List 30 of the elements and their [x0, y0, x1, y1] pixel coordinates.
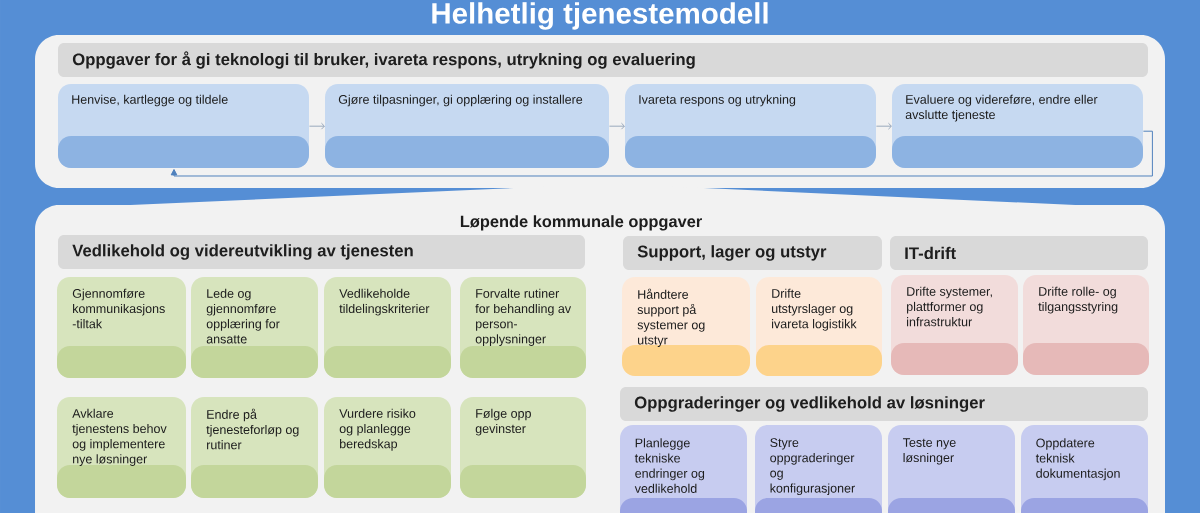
task-card: Drifte systemer, plattformer og infrastruktur: [891, 275, 1018, 375]
task-card: Vedlikeholde tildelingskriterier: [324, 277, 451, 378]
task-card: Styre oppgraderinger og konfigurasjoner: [755, 425, 882, 513]
task-card: Håndtere support på systemer og utstyr: [622, 277, 750, 376]
process-box: Henvise, kartlegge og tildele: [58, 84, 309, 168]
section-header: Vedlikehold og videreutvikling av tjenesten: [58, 235, 585, 269]
arrow: [876, 122, 892, 130]
process-box: Ivareta respons og utrykning: [625, 84, 876, 168]
task-card: Drifte rolle- og tilgangsstyring: [1023, 275, 1149, 375]
section-header: Support, lager og utstyr: [623, 236, 882, 270]
section-header: IT-drift: [890, 236, 1148, 270]
process-box: Gjøre tilpasninger, gi opplæring og installere: [325, 84, 609, 168]
section-header: Oppgaver for å gi teknologi til bruker, ivareta respons, utrykning og evaluering: [58, 43, 1148, 77]
task-card: Avklare tjenestens behov og implementere nye løsninger: [57, 397, 186, 498]
task-card: Endre på tjenesteforløp og rutiner: [191, 397, 318, 498]
process-box: Evaluere og videreføre, endre eller avslutte tjeneste: [892, 84, 1143, 168]
arrow: [609, 122, 625, 130]
task-card: Drifte utstyrslager og ivareta logistikk: [756, 277, 882, 376]
task-card: Teste nye løsninger: [888, 425, 1015, 513]
arrow: [170, 130, 1153, 177]
task-card: Oppdatere teknisk dokumentasjon: [1021, 425, 1148, 513]
task-card: Forvalte rutiner for behandling av person- opplysninger: [460, 277, 586, 378]
task-card: Vurdere risiko og planlegge beredskap: [324, 397, 451, 498]
task-card: Gjennomføre kommunikasjons -tiltak: [57, 277, 186, 378]
task-card: Lede og gjennomføre opplæring for ansatte: [191, 277, 318, 378]
arrow: [309, 122, 325, 130]
section-header: Oppgraderinger og vedlikehold av løsninger: [620, 387, 1148, 421]
title: Helhetlig tjenestemodell: [432, 2, 768, 30]
task-card: Planlegge tekniske endringer og vedlikehold: [620, 425, 747, 513]
task-card: Følge opp gevinster: [460, 397, 586, 498]
